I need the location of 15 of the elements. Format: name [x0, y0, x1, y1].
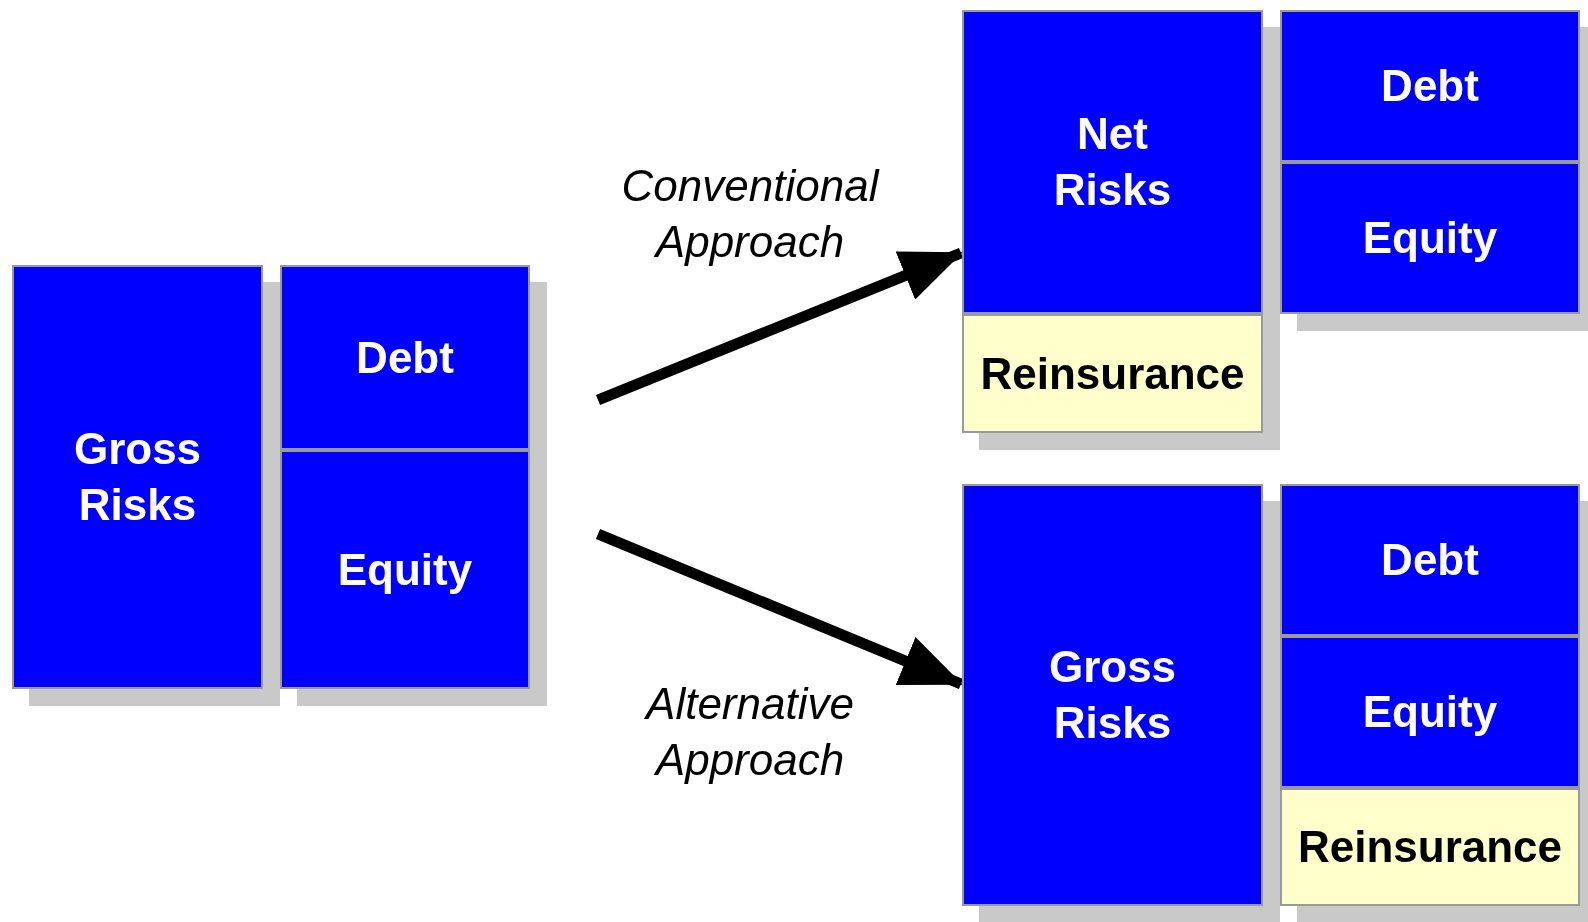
arrow	[595, 247, 964, 406]
block-label: Equity	[1361, 212, 1499, 264]
block-label: Equity	[336, 543, 474, 596]
block-label: Reinsurance	[979, 347, 1246, 400]
block-label: Debt	[355, 331, 455, 384]
block-label: Net Risks	[1052, 108, 1173, 216]
edge-label: Conventional Approach	[620, 160, 881, 268]
block-label: Debt	[1380, 534, 1480, 586]
arrow	[595, 528, 964, 690]
block-label: Gross Risks	[1047, 641, 1178, 749]
block-label: Equity	[1361, 686, 1499, 738]
block-label: Gross Risks	[72, 423, 203, 531]
block-label: Debt	[1380, 60, 1480, 112]
block-label: Reinsurance	[1296, 821, 1564, 873]
edge-label: Alternative Approach	[643, 678, 855, 786]
